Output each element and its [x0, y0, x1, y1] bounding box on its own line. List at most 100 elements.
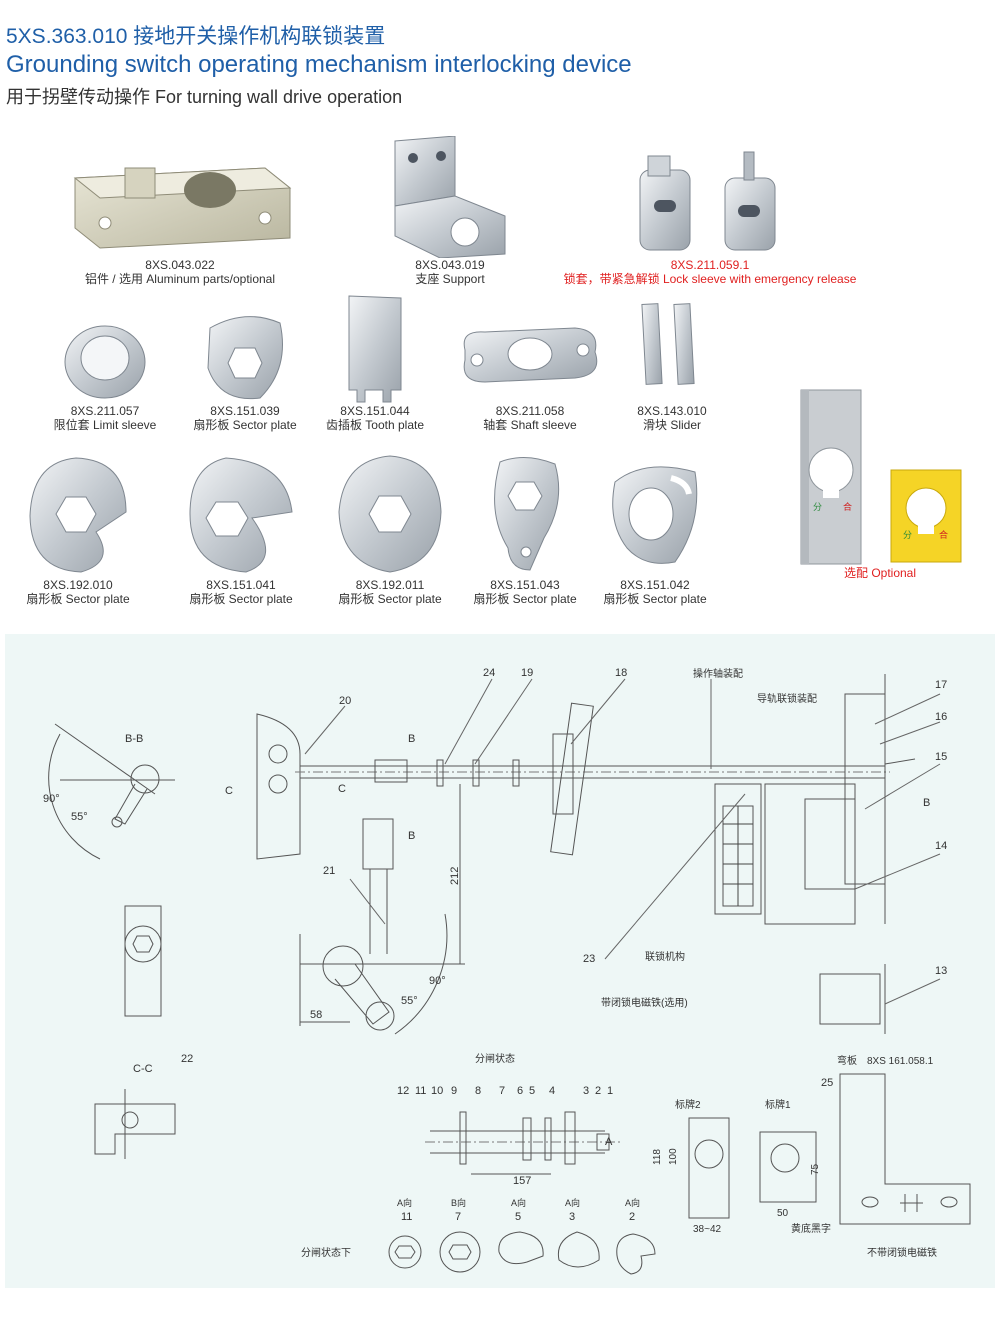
part-tooth-plate: 8XS.151.044 齿插板 Tooth plate: [310, 294, 440, 432]
part-desc: 扇形板 Sector plate: [26, 592, 130, 606]
plate-open-label-yellow: 分: [903, 530, 912, 540]
part-desc: 支座 Support: [415, 272, 485, 286]
dim-58: 58: [310, 1009, 322, 1021]
support-image: [394, 136, 506, 258]
view-num-7: 7: [455, 1211, 461, 1223]
plate-open-label: 分: [813, 502, 822, 512]
optional-plates: 分 合 分 合 选配 Optional: [790, 388, 970, 580]
callout-3: 3: [583, 1085, 589, 1097]
part-desc: 扇形板 Sector plate: [193, 418, 297, 432]
tooth-plate-image: [348, 295, 402, 403]
part-sector-041: 8XS.151.041 扇形板 Sector plate: [166, 452, 316, 606]
plate-close-label: 合: [843, 501, 852, 512]
callout-20: 20: [339, 695, 351, 707]
sector-plate-image: [29, 457, 127, 573]
technical-drawing: B-B 90° 55° C-C C C B B: [5, 634, 995, 1288]
subtitle: 用于拐壁传动操作 For turning wall drive operatio…: [6, 87, 403, 107]
view-num-3: 3: [569, 1211, 575, 1223]
part-code: 8XS.192.011: [355, 578, 425, 592]
callout-25: 25: [821, 1077, 833, 1089]
sector-plate-image: [612, 466, 698, 564]
section-b-bottom: B: [408, 830, 415, 842]
part-shaft-sleeve: 8XS.211.058 轴套 Shaft sleeve: [450, 320, 610, 432]
section-a: A: [605, 1136, 613, 1148]
callout-24: 24: [483, 667, 495, 679]
sector-plate-image: [189, 457, 293, 573]
part-desc: 扇形板 Sector plate: [189, 592, 293, 606]
angle-55-mid: 55°: [401, 995, 418, 1007]
section-bb: B-B: [125, 733, 143, 745]
part-sector-042: 8XS.151.042 扇形板 Sector plate: [590, 452, 720, 606]
callout-11: 11: [415, 1085, 426, 1097]
optional-label: 选配 Optional: [843, 566, 917, 580]
part-desc: 锁套，带紧急解锁 Lock sleeve with emergency rele…: [563, 272, 857, 286]
view-num-11: 11: [401, 1211, 412, 1223]
callout-10: 10: [431, 1085, 443, 1097]
callout-17: 17: [935, 679, 947, 691]
label-bent-plate-code: 8XS 161.058.1: [867, 1056, 934, 1067]
limit-sleeve-image: [64, 325, 146, 399]
label-open-state: 分闸状态: [475, 1052, 515, 1065]
header: 5XS.363.010 接地开关操作机构联锁装置 Grounding switc…: [6, 24, 632, 110]
part-sector-039: 8XS.151.039 扇形板 Sector plate: [180, 308, 310, 432]
callout-22: 22: [181, 1053, 193, 1065]
callout-18: 18: [615, 667, 627, 679]
label-guide: 导轨联锁装配: [757, 692, 817, 705]
part-code: 8XS.151.039: [210, 404, 280, 418]
label-bent-plate: 弯板: [837, 1054, 857, 1067]
part-support: 8XS.043.019 支座 Support: [360, 136, 540, 286]
part-desc: 扇形板 Sector plate: [473, 592, 577, 606]
part-slider: 8XS.143.010 滑块 Slider: [612, 300, 732, 432]
label-no-magnet: 不带闭锁电磁铁: [867, 1246, 937, 1259]
section-b-top: B: [408, 733, 415, 745]
part-code: 8XS.151.043: [490, 578, 560, 592]
callout-9: 9: [451, 1085, 457, 1097]
part-code: 8XS.192.010: [43, 578, 113, 592]
section-c-left: C: [225, 785, 233, 797]
part-code: 8XS.211.057: [70, 404, 140, 418]
label-sign1: 标牌1: [765, 1098, 791, 1111]
dim-100: 100: [668, 1148, 679, 1165]
part-sector-192-011: 8XS.192.011 扇形板 Sector plate: [320, 452, 460, 606]
callout-2: 2: [595, 1085, 601, 1097]
dim-118: 118: [652, 1149, 663, 1165]
shaft-sleeve-image: [463, 327, 598, 383]
angle-90-mid: 90°: [429, 975, 446, 987]
view-dir-2: A向: [625, 1197, 640, 1208]
section-cc: C-C: [133, 1063, 153, 1075]
dim-75: 75: [810, 1163, 821, 1175]
label-op-shaft: 操作轴装配: [693, 667, 743, 680]
title-cn: 5XS.363.010 接地开关操作机构联锁装置: [6, 25, 386, 48]
callout-21: 21: [323, 865, 335, 877]
part-aluminum: 8XS.043.022 铝件 / 选用 Aluminum parts/optio…: [60, 148, 300, 286]
part-limit-sleeve: 8XS.211.057 限位套 Limit sleeve: [40, 312, 170, 432]
label-open-state-below: 分闸状态下: [301, 1246, 351, 1259]
callout-1: 1: [607, 1085, 613, 1097]
aluminum-part-image: [73, 167, 292, 249]
part-sector-043: 8XS.151.043 扇形板 Sector plate: [460, 452, 590, 606]
dim-50: 50: [777, 1208, 789, 1219]
sector-plate-image: [494, 457, 560, 571]
part-desc: 滑块 Slider: [642, 418, 701, 432]
dim-212: 212: [449, 867, 461, 885]
part-code: 8XS.211.058: [495, 404, 565, 418]
view-dir-5: A向: [511, 1197, 526, 1208]
view-num-5: 5: [515, 1211, 521, 1223]
part-code: 8XS.151.041: [206, 578, 276, 592]
title-en: Grounding switch operating mechanism int…: [6, 51, 632, 78]
callout-4: 4: [549, 1085, 555, 1097]
part-desc: 限位套 Limit sleeve: [53, 418, 157, 432]
sector-plate-image: [338, 455, 442, 573]
label-sign2: 标牌2: [675, 1098, 701, 1111]
callout-15: 15: [935, 751, 947, 763]
part-lock-sleeve: 8XS.211.059.1 锁套，带紧急解锁 Lock sleeve with …: [560, 150, 860, 286]
view-dir-7: B向: [451, 1197, 466, 1208]
view-dir-11: A向: [397, 1197, 412, 1208]
callout-5: 5: [529, 1085, 535, 1097]
callout-7: 7: [499, 1085, 505, 1097]
part-code: 8XS.043.019: [415, 258, 485, 272]
dim-157: 157: [513, 1175, 531, 1187]
drawing-svg: B-B 90° 55° C-C C C B B: [43, 667, 971, 1275]
part-code: 8XS.151.042: [620, 578, 690, 592]
label-magnet: 带闭锁电磁铁(选用): [601, 996, 688, 1009]
